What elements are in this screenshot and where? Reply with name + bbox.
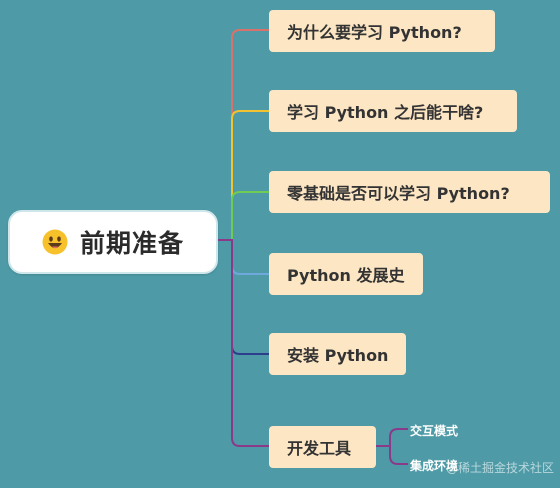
branch-after-learning-python[interactable]: 学习 Python 之后能干啥?: [269, 90, 517, 132]
branch-label: Python 发展史: [287, 266, 405, 285]
subtopic-integrated-environment[interactable]: 集成环境: [410, 459, 459, 473]
watermark: @稀土掘金技术社区: [446, 461, 555, 475]
branch-install-python[interactable]: 安装 Python: [269, 333, 406, 375]
subtopic-interactive-mode[interactable]: 交互模式: [410, 424, 459, 438]
connector-branch-1: [218, 29, 269, 241]
branch-label: 安装 Python: [287, 346, 389, 365]
grinning-face-icon: [42, 229, 68, 255]
branch-label: 零基础是否可以学习 Python?: [287, 184, 510, 203]
root-topic-label: 前期准备: [79, 229, 184, 258]
branch-dev-tools[interactable]: 开发工具: [269, 426, 376, 468]
connector-branch-5: [218, 239, 269, 355]
connector-branch-6: [218, 239, 269, 447]
connector-sub-2: [376, 445, 408, 465]
branch-why-learn-python[interactable]: 为什么要学习 Python?: [269, 10, 495, 52]
branch-label: 开发工具: [287, 439, 352, 458]
branch-label: 为什么要学习 Python?: [287, 23, 462, 42]
connector-branch-3: [218, 191, 269, 241]
root-topic[interactable]: 前期准备: [8, 210, 218, 274]
connector-branch-4: [218, 239, 269, 275]
branch-label: 学习 Python 之后能干啥?: [287, 103, 484, 122]
connector-sub-1: [376, 428, 408, 447]
connector-branch-2: [218, 110, 269, 241]
branch-zero-foundation[interactable]: 零基础是否可以学习 Python?: [269, 171, 550, 213]
branch-python-history[interactable]: Python 发展史: [269, 253, 423, 295]
